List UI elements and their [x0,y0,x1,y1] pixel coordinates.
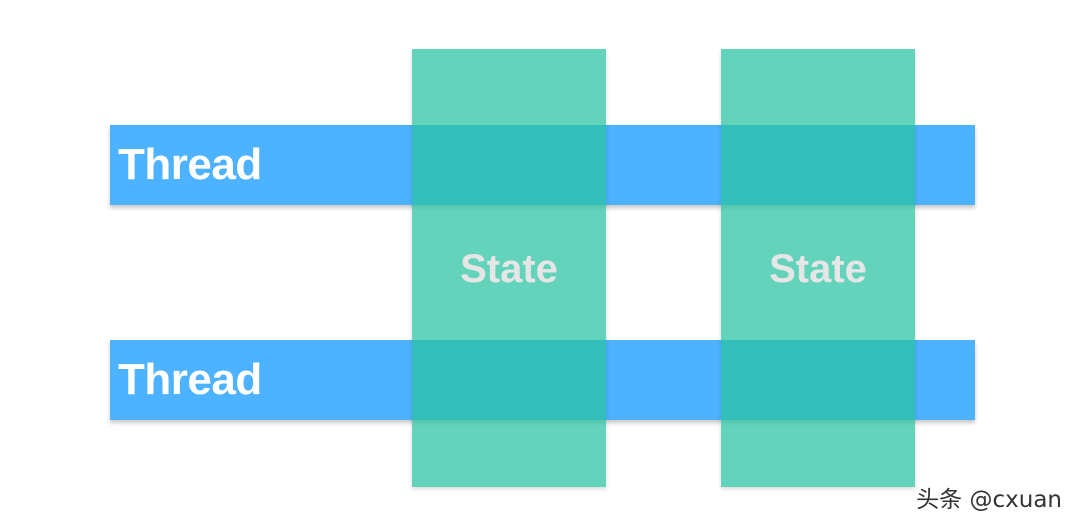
state-column-1: State [412,49,606,487]
thread-label-1: Thread [118,140,262,189]
state-label-1: State [460,247,558,291]
state-label-2: State [769,247,867,291]
thread-label-2: Thread [118,355,262,404]
watermark: 头条 @cxuan [916,487,1062,513]
state-column-2: State [721,49,915,487]
